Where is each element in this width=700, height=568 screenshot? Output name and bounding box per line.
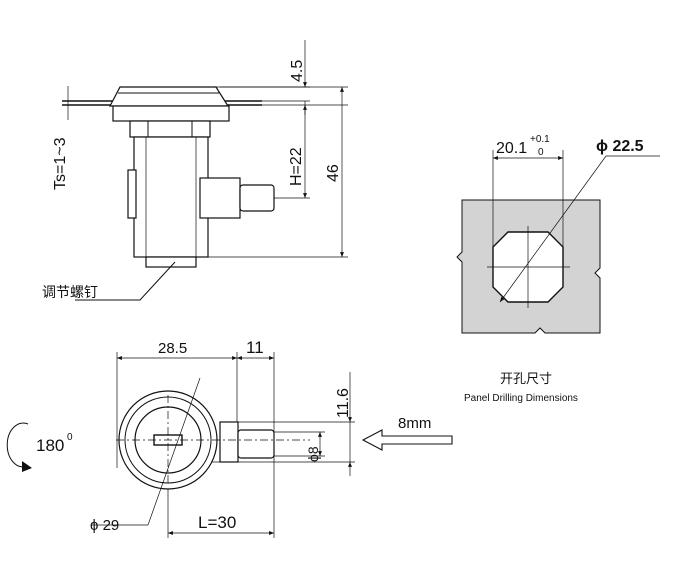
dim-46: 46 bbox=[325, 164, 342, 182]
rotation-degree: 0 bbox=[67, 432, 73, 443]
hole-width-tol-upper: +0.1 bbox=[530, 134, 550, 145]
dim-11-6: 11.6 bbox=[335, 388, 352, 418]
hole-diameter: ϕ 22.5 bbox=[596, 138, 644, 155]
body-side-tab bbox=[127, 169, 137, 219]
hole-width: 20.1 bbox=[496, 140, 527, 157]
dim-28-5: 28.5 bbox=[158, 340, 187, 357]
dim-11: 11 bbox=[246, 338, 264, 357]
adjust-screw bbox=[145, 256, 197, 268]
lock-body bbox=[133, 136, 209, 258]
side-view: 调节螺钉 Ts=1~3 4.5 H=22 46 bbox=[42, 40, 348, 301]
cam-pin bbox=[239, 184, 275, 212]
dim-h-22: H=22 bbox=[288, 147, 305, 186]
lock-head bbox=[109, 86, 230, 107]
screw-leader bbox=[75, 261, 176, 301]
dim-l-30: L=30 bbox=[198, 513, 236, 532]
dim-4-5: 4.5 bbox=[289, 60, 306, 82]
drilling-title-en: Panel Drilling Dimensions bbox=[464, 393, 578, 404]
cam-width-label: 8mm bbox=[398, 415, 431, 432]
dim-phi-29: ϕ 29 bbox=[90, 517, 119, 534]
diameter-leader bbox=[499, 155, 607, 303]
direction-arrow bbox=[361, 429, 453, 451]
ts-dimension: Ts=1~3 bbox=[52, 137, 69, 190]
hole-width-tol-lower: 0 bbox=[538, 147, 544, 158]
diameter-leader bbox=[147, 377, 201, 526]
lock-collar bbox=[112, 105, 230, 122]
drilling-title-cn: 开孔尺寸 bbox=[500, 371, 552, 386]
rotation-arc bbox=[6, 422, 29, 468]
front-view: 28.5 11 11.6 ϕ8 ϕ 29 L=30 180 0 8mm bbox=[6, 338, 453, 538]
rotation-arrowhead bbox=[22, 461, 32, 472]
adjust-screw-label: 调节螺钉 bbox=[42, 284, 98, 300]
lock-nut bbox=[129, 120, 211, 138]
cam-arm bbox=[199, 177, 241, 219]
dim-phi-8: ϕ8 bbox=[305, 446, 321, 462]
panel-drilling-view: 20.1 +0.1 0 ϕ 22.5 开孔尺寸 Panel Drilling D… bbox=[456, 134, 660, 404]
rotation-angle: 180 bbox=[36, 436, 64, 455]
cam-pin bbox=[237, 429, 275, 459]
cam-arm bbox=[219, 421, 239, 463]
